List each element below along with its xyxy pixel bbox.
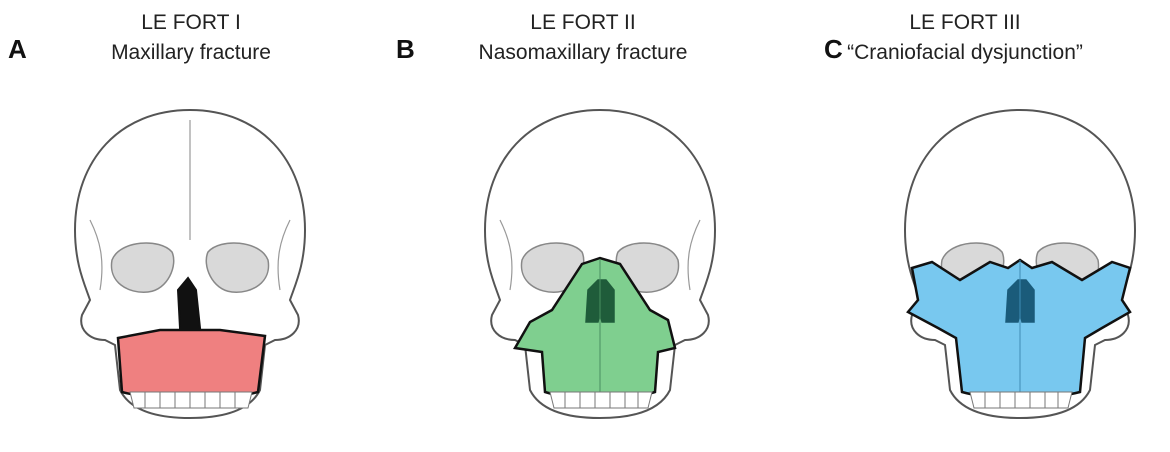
panel-le-fort-ii: B LE FORT II Nasomaxillary fracture [390,0,780,452]
panel-title-line2: “Craniofacial dysjunction” [770,38,1160,68]
skull-illustration [890,100,1150,440]
panel-title-line2: Nasomaxillary fracture [388,38,778,68]
panel-title-line1: LE FORT III [770,8,1160,38]
panel-le-fort-i: A LE FORT I Maxillary fracture [0,0,390,452]
teeth [550,392,652,408]
fracture-region-le-fort-iii [908,260,1130,398]
skull-illustration [470,100,730,440]
panel-title: LE FORT I Maxillary fracture [0,8,386,68]
panel-title-line1: LE FORT I [0,8,386,38]
teeth [970,392,1072,408]
panel-le-fort-iii: C LE FORT III “Craniofacial dysjunction” [780,0,1170,452]
panel-title-line1: LE FORT II [388,8,778,38]
panel-title: LE FORT III “Craniofacial dysjunction” [770,8,1160,68]
teeth [130,392,252,408]
panel-title: LE FORT II Nasomaxillary fracture [388,8,778,68]
skull-illustration [60,100,320,440]
panel-title-line2: Maxillary fracture [0,38,386,68]
